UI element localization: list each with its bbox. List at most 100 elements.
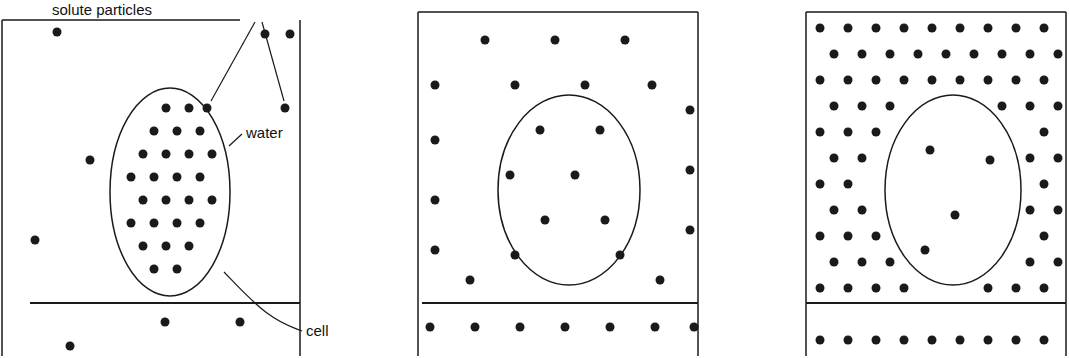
solute-particle [185,150,194,159]
solute-particle [596,126,605,135]
solute-particle [830,154,839,163]
solute-particle [173,265,182,274]
base-line [422,302,698,304]
solute-particle [162,104,171,113]
solute-particle [844,284,853,293]
solute-particle [984,284,993,293]
solute-particle [1012,284,1021,293]
solute-particle [541,216,550,225]
cell-outline [885,95,1021,285]
solute-particle [127,173,136,182]
solute-particle [858,102,867,111]
solute-particle [956,336,965,345]
part-label: solute particles [52,1,152,18]
cell-outline [498,95,640,285]
solute-particle [466,276,475,285]
solute-particle [942,50,951,59]
solute-particle [150,219,159,228]
panel-frames [2,12,1066,356]
part-label: water [246,124,283,141]
solute-particle [1040,128,1049,137]
solute-particle [1040,232,1049,241]
solute-particle [173,127,182,136]
frame-edge [1,20,3,356]
solute-particle [886,258,895,267]
solute-particle [162,150,171,159]
solute-particle [1026,206,1035,215]
solute-particle [173,219,182,228]
solute-particle [951,211,960,220]
solute-particle [1012,336,1021,345]
solute-particle [686,106,695,115]
solute-particle [236,318,245,327]
frame-edge [806,11,1066,13]
solute-particle [1012,24,1021,33]
solute-particle [872,24,881,33]
solute-particle [886,102,895,111]
solute-particle [196,127,205,136]
solute-particle [858,258,867,267]
solute-particle [844,76,853,85]
solute-particle [858,206,867,215]
solute-particle [162,242,171,251]
solute-particle [1040,336,1049,345]
solute-particle [581,81,590,90]
leader-line [211,22,255,101]
solute-particle [921,246,930,255]
solute-particle [471,323,480,332]
solute-particle [536,126,545,135]
solute-particle [571,171,580,180]
solute-particle [872,284,881,293]
solute-particle [1054,258,1063,267]
solute-particle [844,232,853,241]
solute-particle [844,336,853,345]
solute-particle [900,76,909,85]
solute-particle [139,242,148,251]
solute-particle [900,336,909,345]
part-label: cell [306,322,329,339]
solute-particle [872,128,881,137]
solute-particle [830,50,839,59]
solute-particle [616,251,625,260]
solute-particle [511,251,520,260]
solute-particle [53,28,62,37]
base-line [806,302,1066,304]
frame-edge [299,20,301,356]
solute-particle [511,81,520,90]
solute-particle [161,318,170,327]
solute-particle [858,154,867,163]
solute-particle [1054,102,1063,111]
solute-particle [926,146,935,155]
solute-particle [1040,284,1049,293]
frame-edge [2,19,240,21]
solute-particle [601,216,610,225]
cell-outline [110,88,230,296]
solute-particle [196,173,205,182]
solute-particle [173,173,182,182]
solute-particle [1026,50,1035,59]
solute-particle [1026,258,1035,267]
solute-particle [816,284,825,293]
solute-particle [816,24,825,33]
solute-particle [1026,102,1035,111]
solute-particle [86,156,95,165]
solute-particle [686,226,695,235]
solute-particle [185,242,194,251]
solute-particle [928,24,937,33]
solute-particle [196,219,205,228]
solute-particle [431,246,440,255]
solute-particle [286,30,295,39]
solute-particle [984,76,993,85]
solute-particle [1040,180,1049,189]
solute-particle [150,173,159,182]
solute-particle [986,156,995,165]
solute-particle [150,265,159,274]
solute-particle [928,336,937,345]
solute-particle [872,232,881,241]
solute-particle [506,171,515,180]
solute-particle [31,236,40,245]
frame-edge [1065,12,1067,356]
solute-particle [816,128,825,137]
solute-particle [551,36,560,45]
